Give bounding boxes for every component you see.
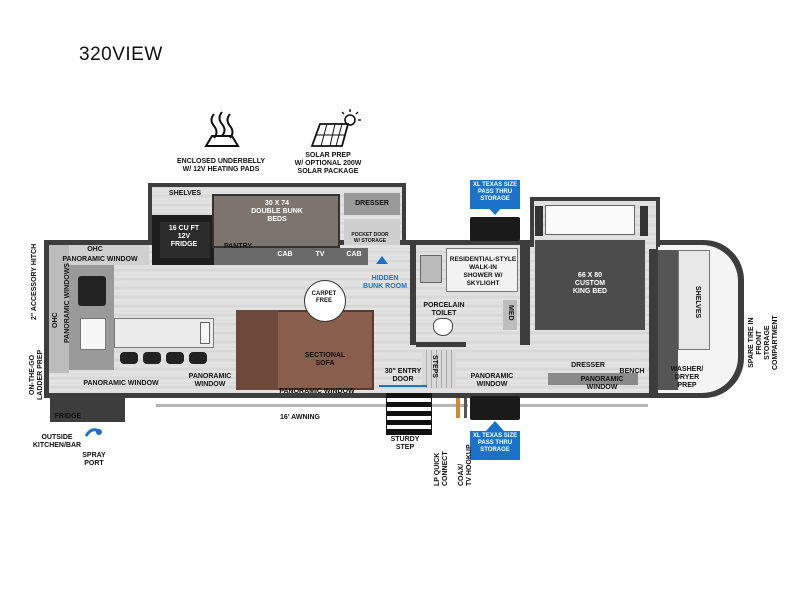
- nightstand: [535, 206, 543, 236]
- carpet-free-label: CARPET FREE: [311, 291, 337, 304]
- cab1-label: CAB: [277, 251, 293, 258]
- pocket-door-label: POCKET DOOR W/ STORAGE: [351, 232, 389, 244]
- fridge-inside-label: 16 CU FT 12V FRIDGE: [168, 225, 200, 248]
- cab-bar: [214, 248, 368, 265]
- ohc-top-label: OHC: [87, 246, 103, 253]
- pass-thru-storage-bottom: [470, 396, 520, 420]
- shelves-top-label: SHELVES: [168, 190, 202, 197]
- shelves-right: [678, 250, 710, 350]
- tv-label: TV: [315, 251, 325, 258]
- cab2-label: CAB: [346, 251, 362, 258]
- panoramic-window-top-label: PANORAMIC WINDOW: [62, 256, 138, 263]
- coax-port: [464, 398, 467, 418]
- interior-steps: [422, 350, 456, 388]
- stool: [143, 352, 161, 364]
- stool: [120, 352, 138, 364]
- sink: [80, 318, 106, 350]
- panoramic-window-mid-label: PANORAMIC WINDOW: [188, 373, 232, 388]
- ohc-top-strip: [69, 245, 149, 265]
- chair: [200, 322, 210, 344]
- king-bed: [535, 240, 645, 330]
- sectional-sofa-label: SECTIONAL SOFA: [304, 352, 346, 367]
- shelves-right-label: SHELVES: [694, 286, 701, 319]
- bath-wall-right: [520, 245, 525, 345]
- right-closet: [658, 250, 678, 390]
- pillows: [545, 205, 635, 235]
- toilet: [433, 318, 453, 336]
- panoramic-window-left-label: PANORAMIC WINDOW: [83, 380, 159, 387]
- awning-line-2: [488, 404, 648, 407]
- sturdy-step-label: STURDY STEP: [390, 436, 420, 451]
- fridge-outside-label: FRIDGE: [54, 413, 82, 420]
- dresser-top-label: DRESSER: [355, 200, 389, 207]
- arrow-down-icon: [486, 205, 504, 215]
- bath-wall-left: [410, 245, 416, 345]
- entry-door-label: 30" ENTRY DOOR: [384, 368, 422, 383]
- panoramic-window-bath-label: PANORAMIC WINDOW: [470, 373, 514, 388]
- steps-label: STEPS: [431, 355, 438, 378]
- awning-line: [156, 404, 468, 407]
- model-title: 320VIEW: [79, 44, 163, 65]
- solar-label: SOLAR PREP W/ OPTIONAL 200W SOLAR PACKAG…: [294, 152, 362, 175]
- med-label: MED: [507, 305, 514, 321]
- ohc-side-label: OHC: [52, 312, 59, 328]
- porcelain-toilet-label: PORCELAIN TOILET: [423, 302, 465, 317]
- pantry-label: PANTRY: [224, 243, 252, 250]
- spray-port-label: SPRAY PORT: [82, 452, 106, 467]
- pocket-door: [344, 219, 400, 245]
- carpet-free-badge: [304, 280, 346, 322]
- hidden-bunk-arrow: [376, 256, 388, 264]
- bunk-beds-label: 30 X 74 DOUBLE BUNK BEDS: [251, 200, 303, 223]
- entry-step: [386, 393, 432, 435]
- dresser-top: [344, 193, 400, 215]
- left-ohc-strip: [49, 245, 69, 373]
- pass-thru-storage-bottom-badge: XL TEXAS SIZE PASS THRU STORAGE: [470, 431, 520, 460]
- panoramic-windows-side-label: PANORAMIC WINDOWS: [64, 263, 71, 343]
- outside-kitchen-label: OUTSIDE KITCHEN/BAR: [32, 434, 82, 449]
- fridge-inside-box: [160, 222, 210, 258]
- shower: [446, 248, 518, 292]
- heat-icon: [204, 111, 240, 147]
- vanity-sink: [420, 255, 442, 283]
- spray-port-icon: [84, 428, 102, 437]
- panoramic-window-bed-label: PANORAMIC WINDOW: [580, 376, 624, 391]
- bedroom-wall: [525, 245, 530, 345]
- sofa-back: [236, 310, 278, 390]
- hidden-bunk-label: HIDDEN BUNK ROOM: [363, 275, 407, 290]
- coax-label: COAX/ TV HOOKUP: [458, 444, 473, 486]
- king-bed-label: 66 X 80 CUSTOM KING BED: [572, 272, 608, 295]
- shower-label: RESIDENTIAL-STYLE WALK-IN SHOWER W/ SKYL…: [449, 256, 517, 287]
- washer-dryer-label: WASHER/ DRYER PREP: [670, 366, 704, 389]
- panoramic-window-sofa-label: PANORAMIC WINDOW: [279, 388, 355, 395]
- pass-thru-storage-top: [470, 217, 520, 241]
- stool: [189, 352, 207, 364]
- underbelly-label: ENCLOSED UNDERBELLY W/ 12V HEATING PADS: [176, 158, 266, 173]
- spare-tire-label: SPARE TIRE IN FRONT STORAGE COMPARTMENT: [748, 315, 779, 370]
- pass-thru-storage-top-badge: XL TEXAS SIZE PASS THRU STORAGE: [470, 180, 520, 209]
- stool: [166, 352, 184, 364]
- med-cabinet: [503, 300, 517, 330]
- ladder-prep-label: ON-THE-GO LADDER PREP: [29, 349, 44, 400]
- dresser-bed-label: DRESSER: [571, 362, 605, 369]
- accessory-hitch-label: 2" ACCESSORY HITCH: [31, 243, 38, 320]
- awning-label: 16' AWNING: [280, 414, 320, 421]
- entry-door-marker: [379, 385, 427, 387]
- bunk-beds: [212, 194, 340, 248]
- solar-panel-icon: [310, 109, 361, 147]
- bath-wall-bottom: [416, 342, 466, 347]
- lp-connect-port: [456, 398, 460, 418]
- outside-fridge: [50, 398, 125, 422]
- arrow-up-icon: [486, 421, 504, 431]
- bedroom-dresser: [548, 373, 638, 385]
- dinette-table: [114, 318, 214, 348]
- bench-label: BENCH: [619, 368, 645, 375]
- lp-quick-connect-label: LP QUICK CONNECT: [434, 451, 449, 486]
- nightstand: [640, 206, 648, 236]
- cooktop: [78, 276, 106, 306]
